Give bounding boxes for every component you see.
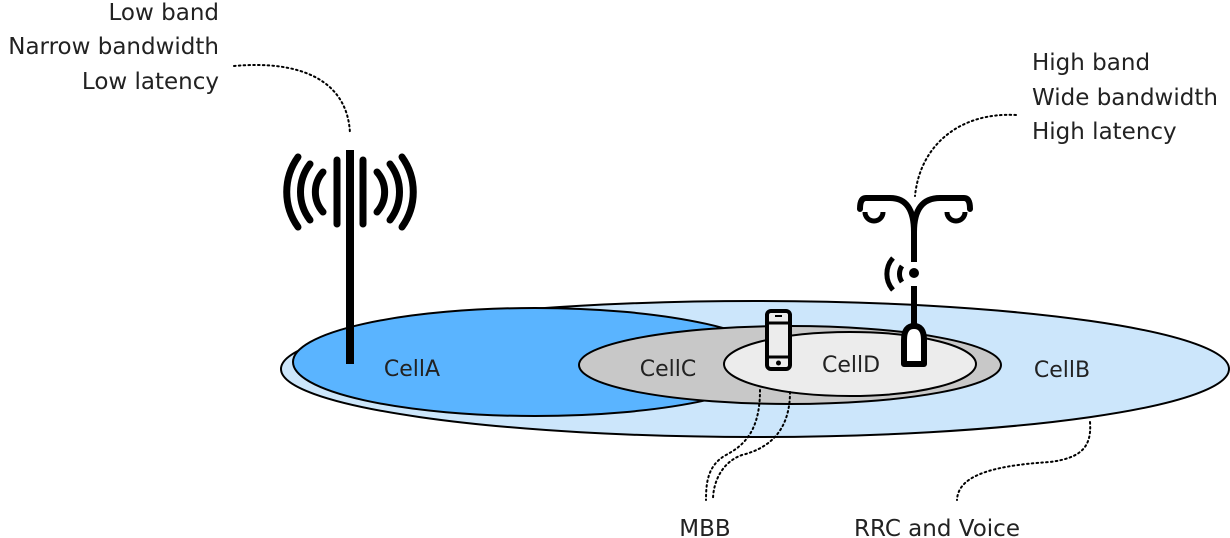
low-band-line-3: Low latency	[82, 69, 219, 95]
mbb-connector-left	[705, 389, 761, 501]
high-band-line-1: High band	[1032, 50, 1150, 76]
streetlight-small-cell-icon	[857, 195, 973, 367]
high-band-annotation: High band Wide bandwidth High latency	[1032, 50, 1218, 145]
low-band-connector	[233, 64, 351, 135]
high-band-line-2: Wide bandwidth	[1032, 85, 1218, 111]
rrc-voice-connector	[956, 421, 1092, 501]
cell-c-label: CellC	[640, 357, 696, 382]
cell-d-label: CellD	[822, 353, 880, 378]
high-band-connector	[914, 113, 1017, 197]
cell-b-label: CellB	[1034, 358, 1090, 383]
antenna-tower-icon	[283, 150, 417, 364]
low-band-line-2: Narrow bandwidth	[8, 34, 219, 60]
dotted-connectors	[233, 64, 1092, 501]
low-band-annotation: Low band Narrow bandwidth Low latency	[8, 0, 219, 95]
rrc-voice-label: RRC and Voice	[854, 516, 1020, 538]
cell-a-label: CellA	[384, 357, 440, 382]
low-band-line-1: Low band	[109, 0, 219, 26]
mbb-label: MBB	[679, 516, 730, 538]
mbb-connector-right	[712, 391, 791, 501]
high-band-line-3: High latency	[1032, 119, 1177, 145]
smartphone-icon	[765, 309, 792, 371]
